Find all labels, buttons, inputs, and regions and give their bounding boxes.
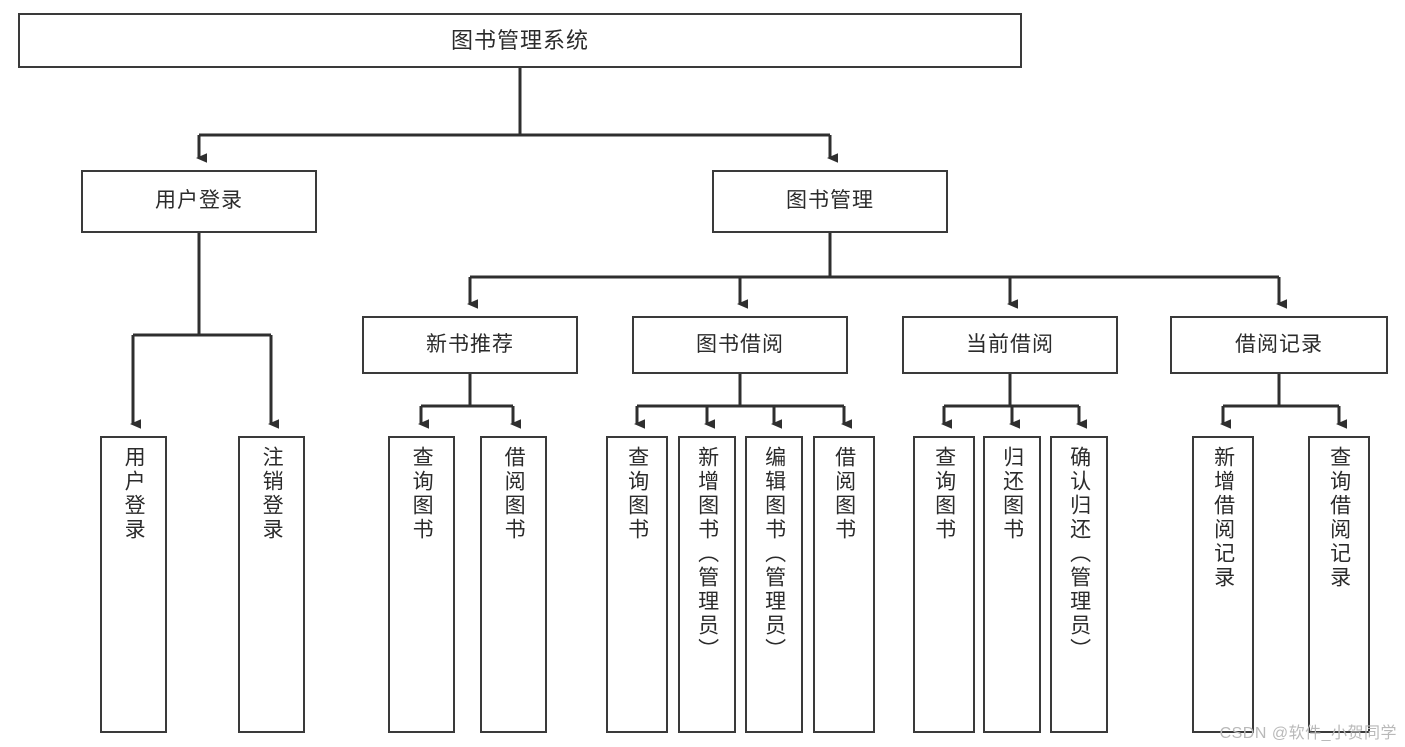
node-current-borrow[interactable]: 当前借阅: [902, 316, 1118, 374]
leaf-add-record-label: 新增借阅记录: [1211, 446, 1235, 590]
leaf-add-book[interactable]: 新增图书（管理员）: [678, 436, 736, 733]
leaf-query-book-1-label: 查询图书: [410, 446, 434, 542]
leaf-borrow-book-1-label: 借阅图书: [502, 446, 526, 542]
leaf-borrow-book-2[interactable]: 借阅图书: [813, 436, 875, 733]
node-book-manage-label: 图书管理: [786, 189, 874, 213]
leaf-confirm-return[interactable]: 确认归还（管理员）: [1050, 436, 1108, 733]
leaf-query-book-3[interactable]: 查询图书: [913, 436, 975, 733]
node-book-borrow[interactable]: 图书借阅: [632, 316, 848, 374]
leaf-edit-book-label: 编辑图书（管理员）: [762, 446, 786, 662]
node-user-login[interactable]: 用户登录: [81, 170, 317, 233]
node-new-book-recommend-label: 新书推荐: [426, 332, 514, 356]
leaf-user-login[interactable]: 用户登录: [100, 436, 167, 733]
node-current-borrow-label: 当前借阅: [966, 332, 1054, 356]
leaf-query-record[interactable]: 查询借阅记录: [1308, 436, 1370, 733]
leaf-query-book-1[interactable]: 查询图书: [388, 436, 455, 733]
node-borrow-record[interactable]: 借阅记录: [1170, 316, 1388, 374]
leaf-add-record[interactable]: 新增借阅记录: [1192, 436, 1254, 733]
leaf-user-login-label: 用户登录: [122, 446, 146, 542]
leaf-query-book-2-label: 查询图书: [625, 446, 649, 542]
leaf-add-book-label: 新增图书（管理员）: [695, 446, 719, 662]
node-new-book-recommend[interactable]: 新书推荐: [362, 316, 578, 374]
leaf-confirm-return-label: 确认归还（管理员）: [1067, 446, 1091, 662]
node-borrow-record-label: 借阅记录: [1235, 332, 1323, 356]
leaf-logout-label: 注销登录: [260, 446, 284, 542]
leaf-edit-book[interactable]: 编辑图书（管理员）: [745, 436, 803, 733]
node-user-login-label: 用户登录: [155, 189, 243, 213]
leaf-query-book-2[interactable]: 查询图书: [606, 436, 668, 733]
leaf-return-book[interactable]: 归还图书: [983, 436, 1041, 733]
node-root[interactable]: 图书管理系统: [18, 13, 1022, 68]
leaf-query-book-3-label: 查询图书: [932, 446, 956, 542]
leaf-borrow-book-1[interactable]: 借阅图书: [480, 436, 547, 733]
watermark: CSDN @软件_小贺同学: [1219, 725, 1397, 742]
node-root-label: 图书管理系统: [450, 27, 589, 53]
leaf-borrow-book-2-label: 借阅图书: [832, 446, 856, 542]
leaf-logout[interactable]: 注销登录: [238, 436, 305, 733]
node-book-manage[interactable]: 图书管理: [712, 170, 948, 233]
leaf-query-record-label: 查询借阅记录: [1327, 446, 1351, 590]
leaf-return-book-label: 归还图书: [1000, 446, 1024, 542]
node-book-borrow-label: 图书借阅: [696, 332, 784, 356]
